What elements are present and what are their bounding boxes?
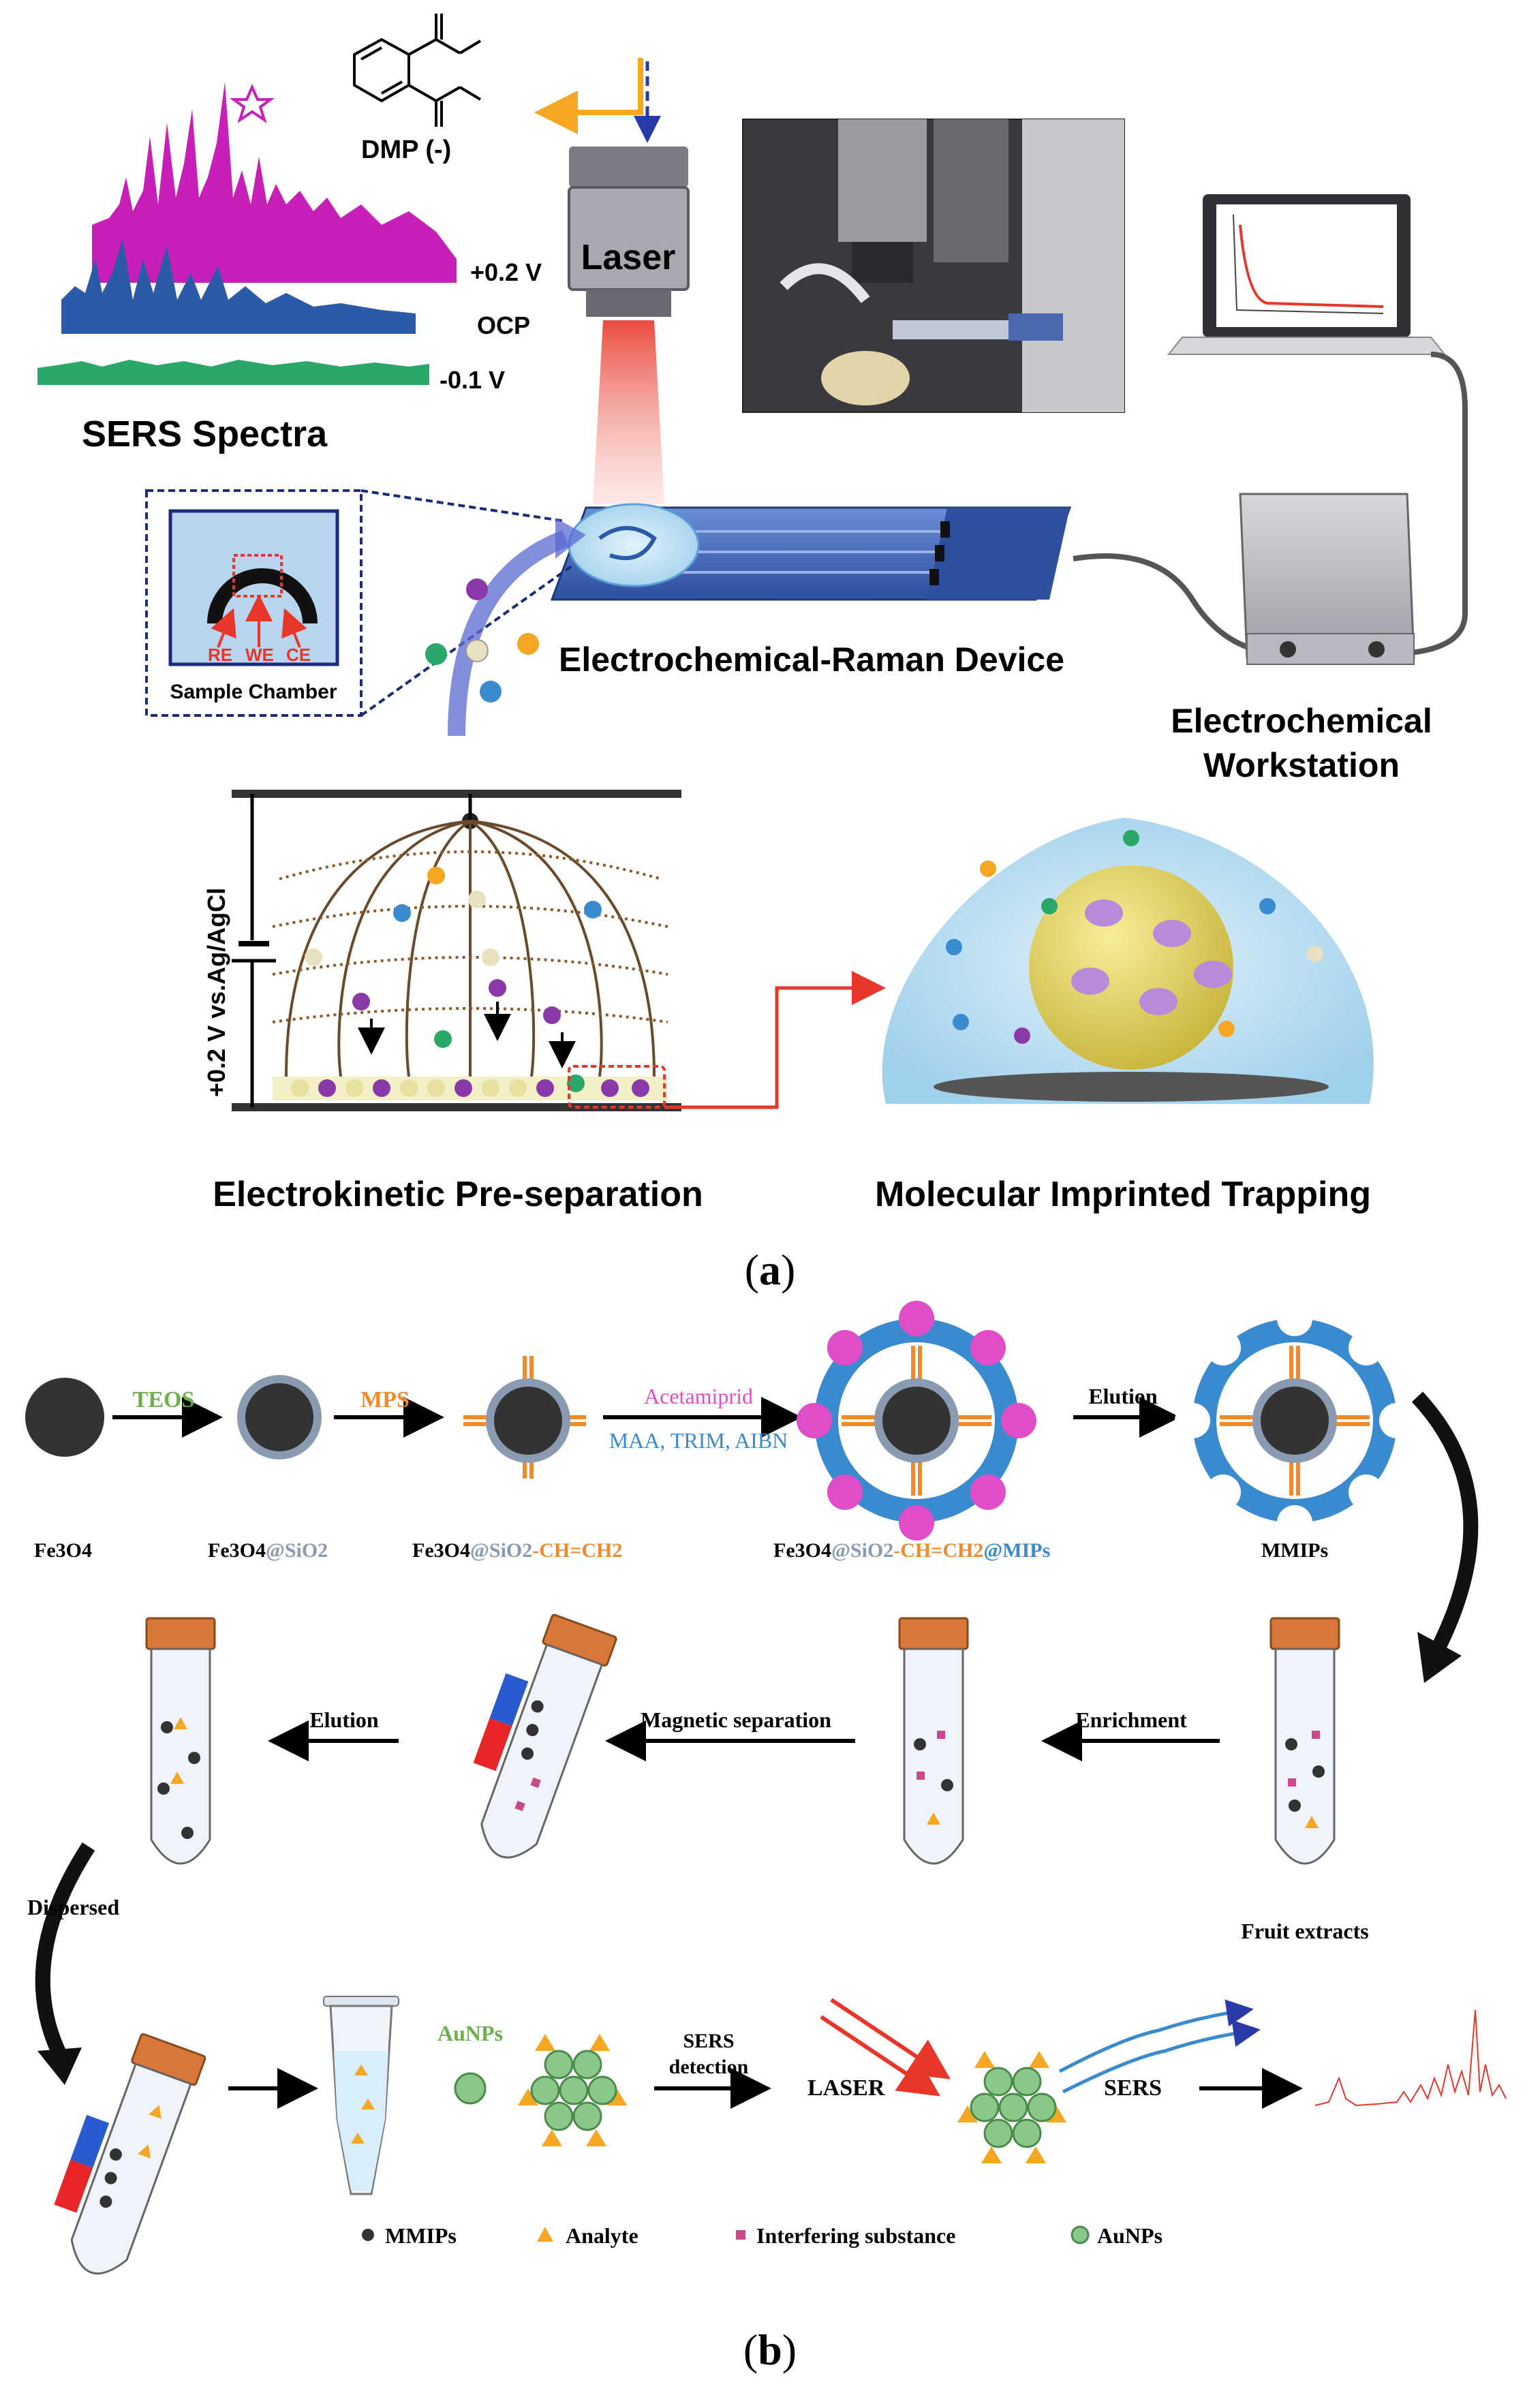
spectrum-ocp [61,238,416,334]
species-fe3o4-sio2: Fe3O4@SiO2 [208,1539,328,1562]
laser-label: Laser [581,238,676,277]
sample-chamber-label: Sample Chamber [170,681,337,703]
step-enrichment: Enrichment [1075,1708,1187,1732]
reagent-teos: TEOS [133,1387,195,1412]
tube-magnetic [473,1613,617,1859]
step-fruit-extracts: Fruit extracts [1241,1919,1368,1943]
legend-analyte: Analyte [566,2223,638,2248]
detection-row: AuNPs SERS detection LASER [54,1996,1507,2275]
spectrum-label-plus02v: +0.2 V [470,258,542,286]
species-mmips: MMIPs [1261,1539,1328,1562]
step-laser: LASER [807,2075,885,2101]
panel-b: TEOS MPS Acetamiprid MAA, TRIM, AIBN [25,1301,1507,2374]
step-dispersed: Dispersed [27,1895,119,1919]
sers-spectra: +0.2 V OCP -0.1 V SERS Spectra [37,82,542,454]
reagent-acetamiprid: Acetamiprid [644,1384,753,1408]
spectrum-label-ocp: OCP [477,311,530,339]
electrode-re: RE [208,645,232,665]
curved-arrow-left [35,1842,95,2061]
reagent-maa: MAA, TRIM, AIBN [609,1428,788,1453]
device-label: Electrochemical-Raman Device [559,640,1064,679]
sers-result-spectrum [1314,2009,1507,2107]
aunp-cluster-1 [518,2034,627,2146]
curved-arrow-right [1411,1391,1479,1652]
electrochemical-raman-device [550,503,1072,601]
spectrum-plus02v [92,82,457,283]
sample-chamber-inset: RE WE CE Sample Chamber [145,489,574,717]
tube-row: Elution Magnetic separation [145,1613,1369,1943]
spectrum-label-minus01v: -0.1 V [440,366,505,394]
species-vinyl: Fe3O4@SiO2-CH=CH2 [412,1539,622,1562]
reagent-elution-top: Elution [1088,1384,1158,1408]
dmp-molecule [353,14,482,127]
tube-elution [145,1617,216,1865]
workstation-label-1: Electrochemical [1171,702,1432,740]
step-magnetic-separation: Magnetic separation [641,1708,831,1732]
laptop [1167,194,1447,355]
spectra-title: SERS Spectra [82,414,328,454]
mip-particle [797,1301,1036,1541]
mmip-particle [1175,1301,1415,1541]
aunp-particle [454,2072,487,2105]
panel-b-label: (b) [743,2326,797,2374]
step-sers-detection-2: detection [669,2056,749,2078]
instrument-photo [742,119,1125,413]
laser-head: Laser [534,58,690,504]
legend: MMIPs Analyte Interfering substance AuNP… [362,2223,1162,2248]
step-sers: SERS [1104,2075,1162,2101]
electrochemical-workstation [1239,493,1415,665]
step-aunps: AuNPs [437,2021,503,2045]
synthesis-row: TEOS MPS Acetamiprid MAA, TRIM, AIBN [25,1301,1415,1562]
step-sers-detection-1: SERS [683,2030,734,2052]
step-elution: Elution [309,1708,379,1732]
vinyl-particle [463,1356,586,1479]
trapping-schematic [882,818,1374,1104]
legend-interfering: Interfering substance [756,2223,955,2248]
tube-enrichment [898,1617,969,1865]
species-mip: Fe3O4@SiO2-CH=CH2@MIPs [773,1539,1050,1562]
fe3o4-particle [25,1378,104,1457]
molecule-label: DMP (-) [361,136,451,164]
aunp-cluster-2 [957,2051,1066,2163]
preseparation-label: Electrokinetic Pre-separation [213,1175,703,1214]
panel-a-label: (a) [745,1246,796,1294]
electrode-we: WE [245,645,274,665]
tube-fruit-extracts [1269,1617,1340,1865]
trapping-label: Molecular Imprinted Trapping [875,1175,1371,1214]
electrode-ce: CE [286,645,311,665]
spectrum-minus01v [37,360,429,385]
panel-a: +0.2 V OCP -0.1 V SERS Spectra DMP (-) [37,14,1468,1294]
tube-dispersed [54,2033,206,2275]
star-peak-marker [229,84,275,123]
legend-mmips: MMIPs [385,2223,457,2248]
molecule-flow [425,518,586,737]
preseparation-schematic [232,790,886,1111]
workstation-label-2: Workstation [1203,746,1400,784]
laser-beam [593,320,664,504]
legend-aunps: AuNPs [1097,2223,1162,2248]
eppendorf-tube [323,1996,399,2195]
species-fe3o4: Fe3O4 [34,1539,92,1562]
cable-laptop-workstation [1383,352,1468,657]
voltage-axis-label: +0.2 V vs.Ag/AgCl [202,888,230,1097]
reagent-mps: MPS [360,1387,410,1412]
